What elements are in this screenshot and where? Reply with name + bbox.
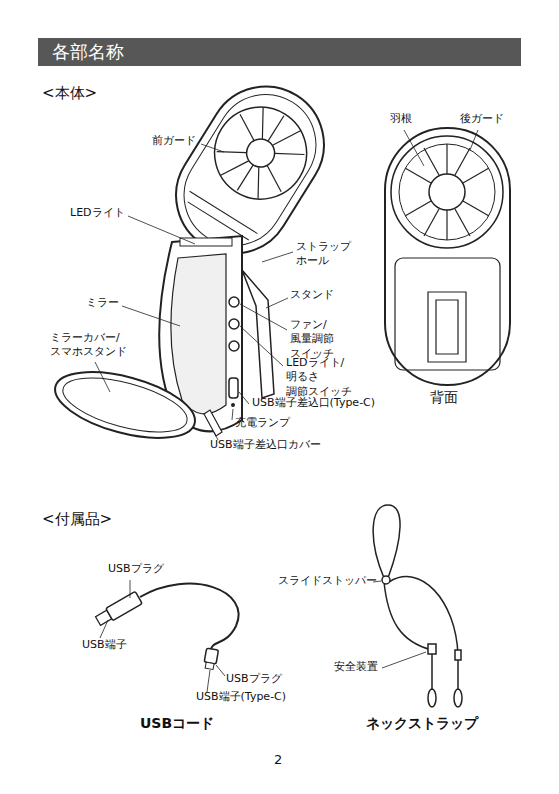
section-heading: <付属品> [42,510,112,530]
charge-lamp [231,403,235,407]
view-label: 背面 [430,388,458,406]
part-label: LEDライト [70,206,125,220]
part-label: 後ガード [460,112,504,126]
mirror [171,254,226,414]
led-switch [229,319,239,329]
part-label: スライドストッパー [278,574,377,588]
part-label: USB端子(Type-C) [196,690,286,704]
part-label: 安全装置 [334,660,378,674]
part-label: USB端子差込口(Type-C) [252,396,375,410]
item-name: ネックストラップ [366,714,478,732]
section-heading: <本体> [42,84,97,104]
part-label: ミラー [86,296,119,310]
back-view [385,128,510,385]
part-label: 前ガード [152,134,196,148]
usb-port [229,378,238,398]
usb-cord [95,584,239,670]
part-label: USB端子 [82,638,127,652]
mirror-cover [48,359,202,450]
leader-lines [95,130,478,692]
page-number: 2 [274,752,282,769]
part-label: 充電ランプ [235,416,290,430]
item-name: USBコード [140,714,214,732]
part-label: USB端子差込口カバー [210,438,321,452]
usb-cover [204,410,222,436]
part-label: スタンド [290,288,334,302]
neck-strap [373,505,462,707]
part-label: ストラップ ホール [296,240,351,269]
part-label: USBプラグ [108,562,164,576]
button [229,341,239,351]
page-title: 各部名称 [52,41,124,63]
part-label: USBプラグ [226,672,282,686]
led-light [180,238,232,246]
stand [242,270,274,398]
part-label: 羽根 [390,112,412,126]
part-label: LEDライト/明るさ 調節スイッチ [286,356,352,399]
part-label: ミラーカバー/ スマホスタンド [50,331,127,360]
header-bar [38,38,521,66]
part-label: ファン/風量調節 スイッチ [290,318,334,361]
fan-switch [229,297,239,307]
